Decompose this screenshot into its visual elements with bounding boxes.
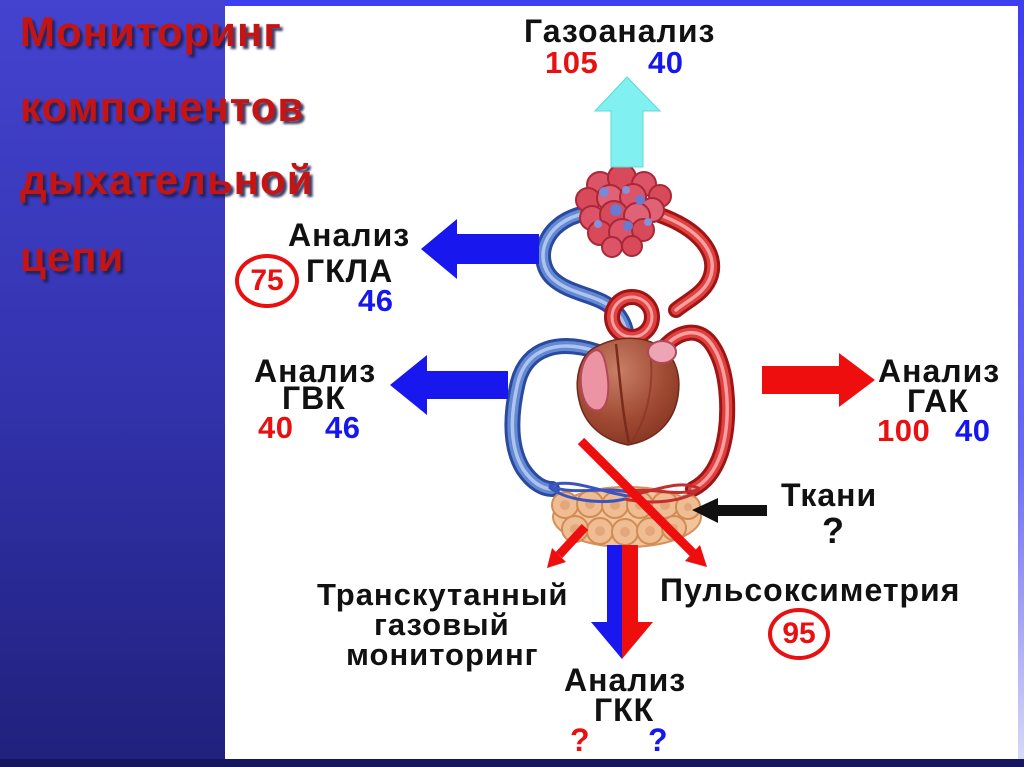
gvk-label-line1: Анализ (254, 353, 377, 389)
gkk-label-line1: Анализ (564, 662, 687, 698)
gas-analysis-arrow (593, 76, 662, 168)
gkk-label-line2: ГКК (594, 692, 655, 728)
tissues-value: ? (822, 510, 845, 551)
slide-title-line-2: компонентов (20, 83, 305, 130)
gvk-arrow (390, 355, 508, 415)
tissues-arrow (692, 498, 767, 523)
artery-vessel (604, 206, 736, 497)
gkla-label-line2: ГКЛА (306, 253, 394, 289)
gak-arrow (762, 353, 875, 407)
transcutaneous-label-line3: мониторинг (346, 637, 539, 672)
transcutaneous-label-line1: Транскутанный (317, 577, 569, 612)
slide-border-bottom (0, 759, 1024, 767)
pulse-oximetry-label: Пульсоксиметрия (660, 572, 961, 608)
gkla-pco2-value: 46 (358, 283, 394, 318)
gkk-arrow (591, 545, 653, 659)
heart-illustration (576, 337, 680, 446)
slide-title-line-4: цепи (20, 233, 125, 280)
pulse-oximetry-saturation-value: 95 (782, 617, 816, 650)
tissues-label: Ткани (781, 477, 878, 513)
transcutaneous-label-line2: газовый (374, 607, 510, 642)
title-panel (0, 0, 225, 767)
gak-po2-value: 100 (877, 413, 931, 448)
gkk-pco2-value: ? (648, 722, 669, 758)
gkla-label-line1: Анализ (288, 217, 411, 253)
gkla-saturation-badge: 75 (235, 254, 299, 308)
gas-analysis-pco2-value: 40 (648, 45, 684, 80)
slide-title-line-1: Мониторинг (20, 8, 282, 55)
transcutaneous-arrow (547, 523, 589, 568)
gvk-label-line2: ГВК (282, 380, 346, 416)
gas-analysis-label: Газоанализ (524, 13, 716, 49)
gkla-saturation-value: 75 (250, 264, 284, 297)
gak-label-line1: Анализ (878, 353, 1001, 389)
slide-border-top (225, 0, 1024, 6)
gvk-pco2-value: 46 (325, 410, 361, 445)
gak-pco2-value: 40 (955, 413, 991, 448)
pulse-oximetry-arrow (577, 437, 707, 567)
gvk-po2-value: 40 (258, 410, 294, 445)
gkla-arrow (421, 219, 539, 279)
vein-vessel (504, 205, 636, 497)
pulse-oximetry-saturation-badge: 95 (768, 608, 830, 660)
alveoli-illustration (575, 163, 672, 258)
gkk-po2-value: ? (570, 722, 591, 758)
slide-border-right (1018, 0, 1024, 760)
slide-title-line-3: дыхательной (20, 156, 314, 203)
gak-label-line2: ГАК (907, 383, 969, 419)
gas-analysis-po2-value: 105 (545, 45, 599, 80)
